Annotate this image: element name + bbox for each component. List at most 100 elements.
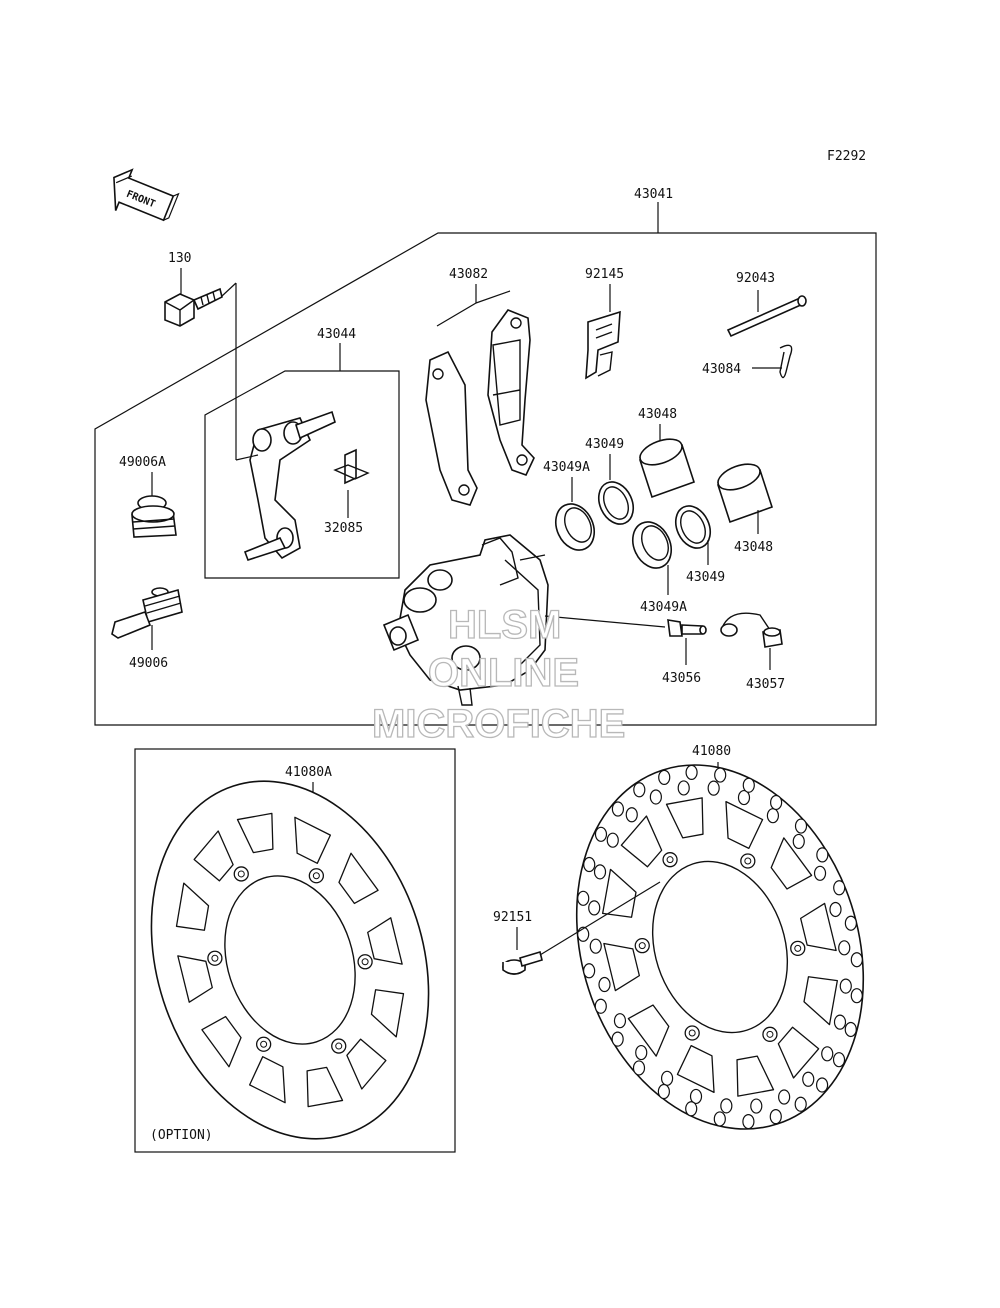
disc-drill-hole: [850, 952, 863, 968]
disc-cutout: [248, 1056, 286, 1104]
brake-disc-41080: [575, 764, 865, 1130]
disc-cutout: [602, 868, 637, 918]
disc-bolt-hole: [740, 853, 756, 869]
part-label-43056: 43056: [662, 671, 701, 686]
disc-drill-hole: [660, 1070, 674, 1086]
disc-bolt-hole: [634, 938, 650, 954]
disc-cutout: [338, 852, 379, 905]
disc-hub-opening: [651, 860, 789, 1034]
disc-drill-hole: [625, 807, 638, 823]
disc-drill-hole: [838, 940, 851, 956]
disc-bolt-hole: [662, 852, 678, 868]
disc-cutout: [665, 797, 704, 839]
option-disc-outline: [134, 748, 456, 1153]
part-label-32085: 32085: [324, 521, 363, 536]
disc-drill-hole: [833, 880, 846, 896]
disc-drill-hole: [792, 833, 805, 850]
disc-cutout: [676, 1044, 715, 1094]
disc-drill-hole: [598, 976, 611, 993]
disc-drill-hole: [635, 1044, 648, 1061]
disc-cutout: [777, 1026, 820, 1079]
disc-drill-hole: [816, 847, 829, 863]
disc-bolt-hole: [255, 1036, 272, 1052]
disc-drill-hole: [649, 789, 662, 805]
part-label-43048-upper: 43048: [638, 407, 677, 422]
disc-drill-hole: [815, 1077, 829, 1093]
disc-bolt-hole-inner: [666, 856, 674, 864]
disc-cutout: [627, 1004, 670, 1057]
disc-drill-hole: [742, 1113, 755, 1130]
disc-drill-hole: [802, 1071, 815, 1087]
part-label-41080: 41080: [692, 744, 731, 759]
disc-drill-hole: [685, 764, 698, 781]
disc-drill-hole: [769, 1109, 782, 1125]
disc-drill-hole: [850, 988, 863, 1004]
disc-drill-hole: [829, 901, 842, 918]
part-label-43048-lower: 43048: [734, 540, 773, 555]
disc-drill-hole: [737, 789, 751, 806]
figure-code: F2292: [827, 149, 866, 164]
seal-43049-upper: [597, 481, 635, 525]
disc-bolt-hole-inner: [312, 872, 320, 880]
disc-bolt-92151: [502, 950, 543, 975]
piston-43048-lower: [716, 463, 774, 524]
part-label-43049-upper: 43049: [585, 437, 624, 452]
disc-bolt-hole-inner: [260, 1040, 268, 1048]
disc-cutout: [201, 1015, 242, 1068]
disc-drill-hole: [583, 963, 596, 979]
part-label-43049-lower: 43049: [686, 570, 725, 585]
disc-drill-hole: [588, 900, 601, 916]
disc-drill-hole: [594, 998, 607, 1014]
part-label-92145: 92145: [585, 267, 624, 282]
watermark-line-2: ONLINE: [428, 651, 579, 695]
disc-drill-hole: [821, 1046, 834, 1062]
disc-drill-hole: [720, 1098, 733, 1114]
disc-cutout: [193, 830, 234, 882]
part-label-130: 130: [168, 251, 191, 266]
part-label-43084: 43084: [702, 362, 741, 377]
boot-49006A: [131, 495, 177, 538]
disc-drill-hole: [844, 1021, 857, 1038]
disc-drill-hole: [832, 1052, 846, 1068]
part-label-43049A-lower: 43049A: [640, 600, 687, 615]
part-label-92151: 92151: [493, 910, 532, 925]
piston-43048-upper: [638, 438, 696, 499]
part-label-43082: 43082: [449, 267, 488, 282]
disc-drill-hole: [770, 794, 783, 811]
disc-drill-hole: [589, 938, 602, 954]
disc-cutout: [370, 989, 405, 1038]
disc-bolt-hole: [331, 1038, 347, 1054]
disc-bolt-hole: [762, 1026, 778, 1042]
disc-cutout: [177, 955, 213, 1003]
bleeder-43056: [667, 619, 707, 637]
disc-drill-hole: [583, 856, 596, 873]
disc-cutout: [620, 815, 663, 868]
disc-bolt-hole: [207, 950, 223, 966]
disc-drill-hole: [766, 808, 780, 824]
disc-drill-hole: [707, 780, 720, 796]
caliper-body: [382, 534, 549, 706]
front-arrow-icon: FRONT: [113, 168, 180, 222]
part-label-43041: 43041: [634, 187, 673, 202]
disc-cutout: [736, 1055, 775, 1097]
part-label-49006A: 49006A: [119, 455, 166, 470]
disc-cutout: [175, 882, 210, 931]
disc-cutout: [367, 917, 403, 965]
disc-bolt-hole: [357, 954, 373, 970]
disc-drill-hole: [794, 818, 808, 834]
seal-43049-lower: [674, 505, 712, 549]
pin-49006: [111, 587, 183, 639]
disc-drill-hole: [713, 1111, 726, 1127]
disc-bolt-hole-inner: [766, 1030, 774, 1038]
disc-cutout: [803, 976, 838, 1026]
part-label-41080A: 41080A: [285, 765, 332, 780]
bolt-130: [164, 287, 223, 327]
bleeder-cap-43057: [720, 612, 783, 648]
disc-bolt-hole-inner: [335, 1042, 343, 1050]
brake-pad-inner: [425, 350, 478, 506]
disc-bolt-hole: [684, 1025, 700, 1041]
disc-drill-hole: [833, 1014, 847, 1030]
watermark-line-3: MICROFICHE: [372, 702, 625, 746]
disc-drill-hole: [742, 777, 755, 793]
